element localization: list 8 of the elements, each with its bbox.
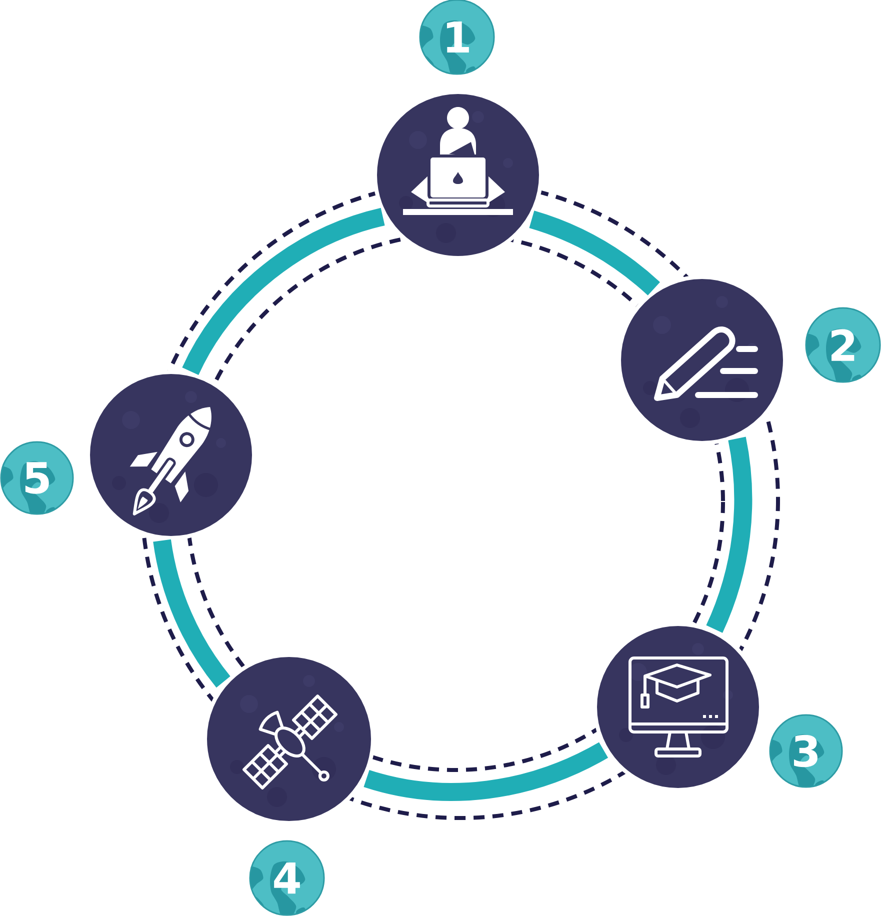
numbered-globe: 4 [249, 840, 325, 916]
numbered-globe: 2 [805, 307, 881, 383]
icon-circle [617, 275, 788, 445]
numbered-globe: 3 [769, 714, 843, 788]
icon-circle [593, 622, 763, 792]
icon-circle [203, 653, 375, 825]
numbered-globe: 1 [419, 0, 495, 75]
numbered-globe: 5 [0, 441, 74, 515]
